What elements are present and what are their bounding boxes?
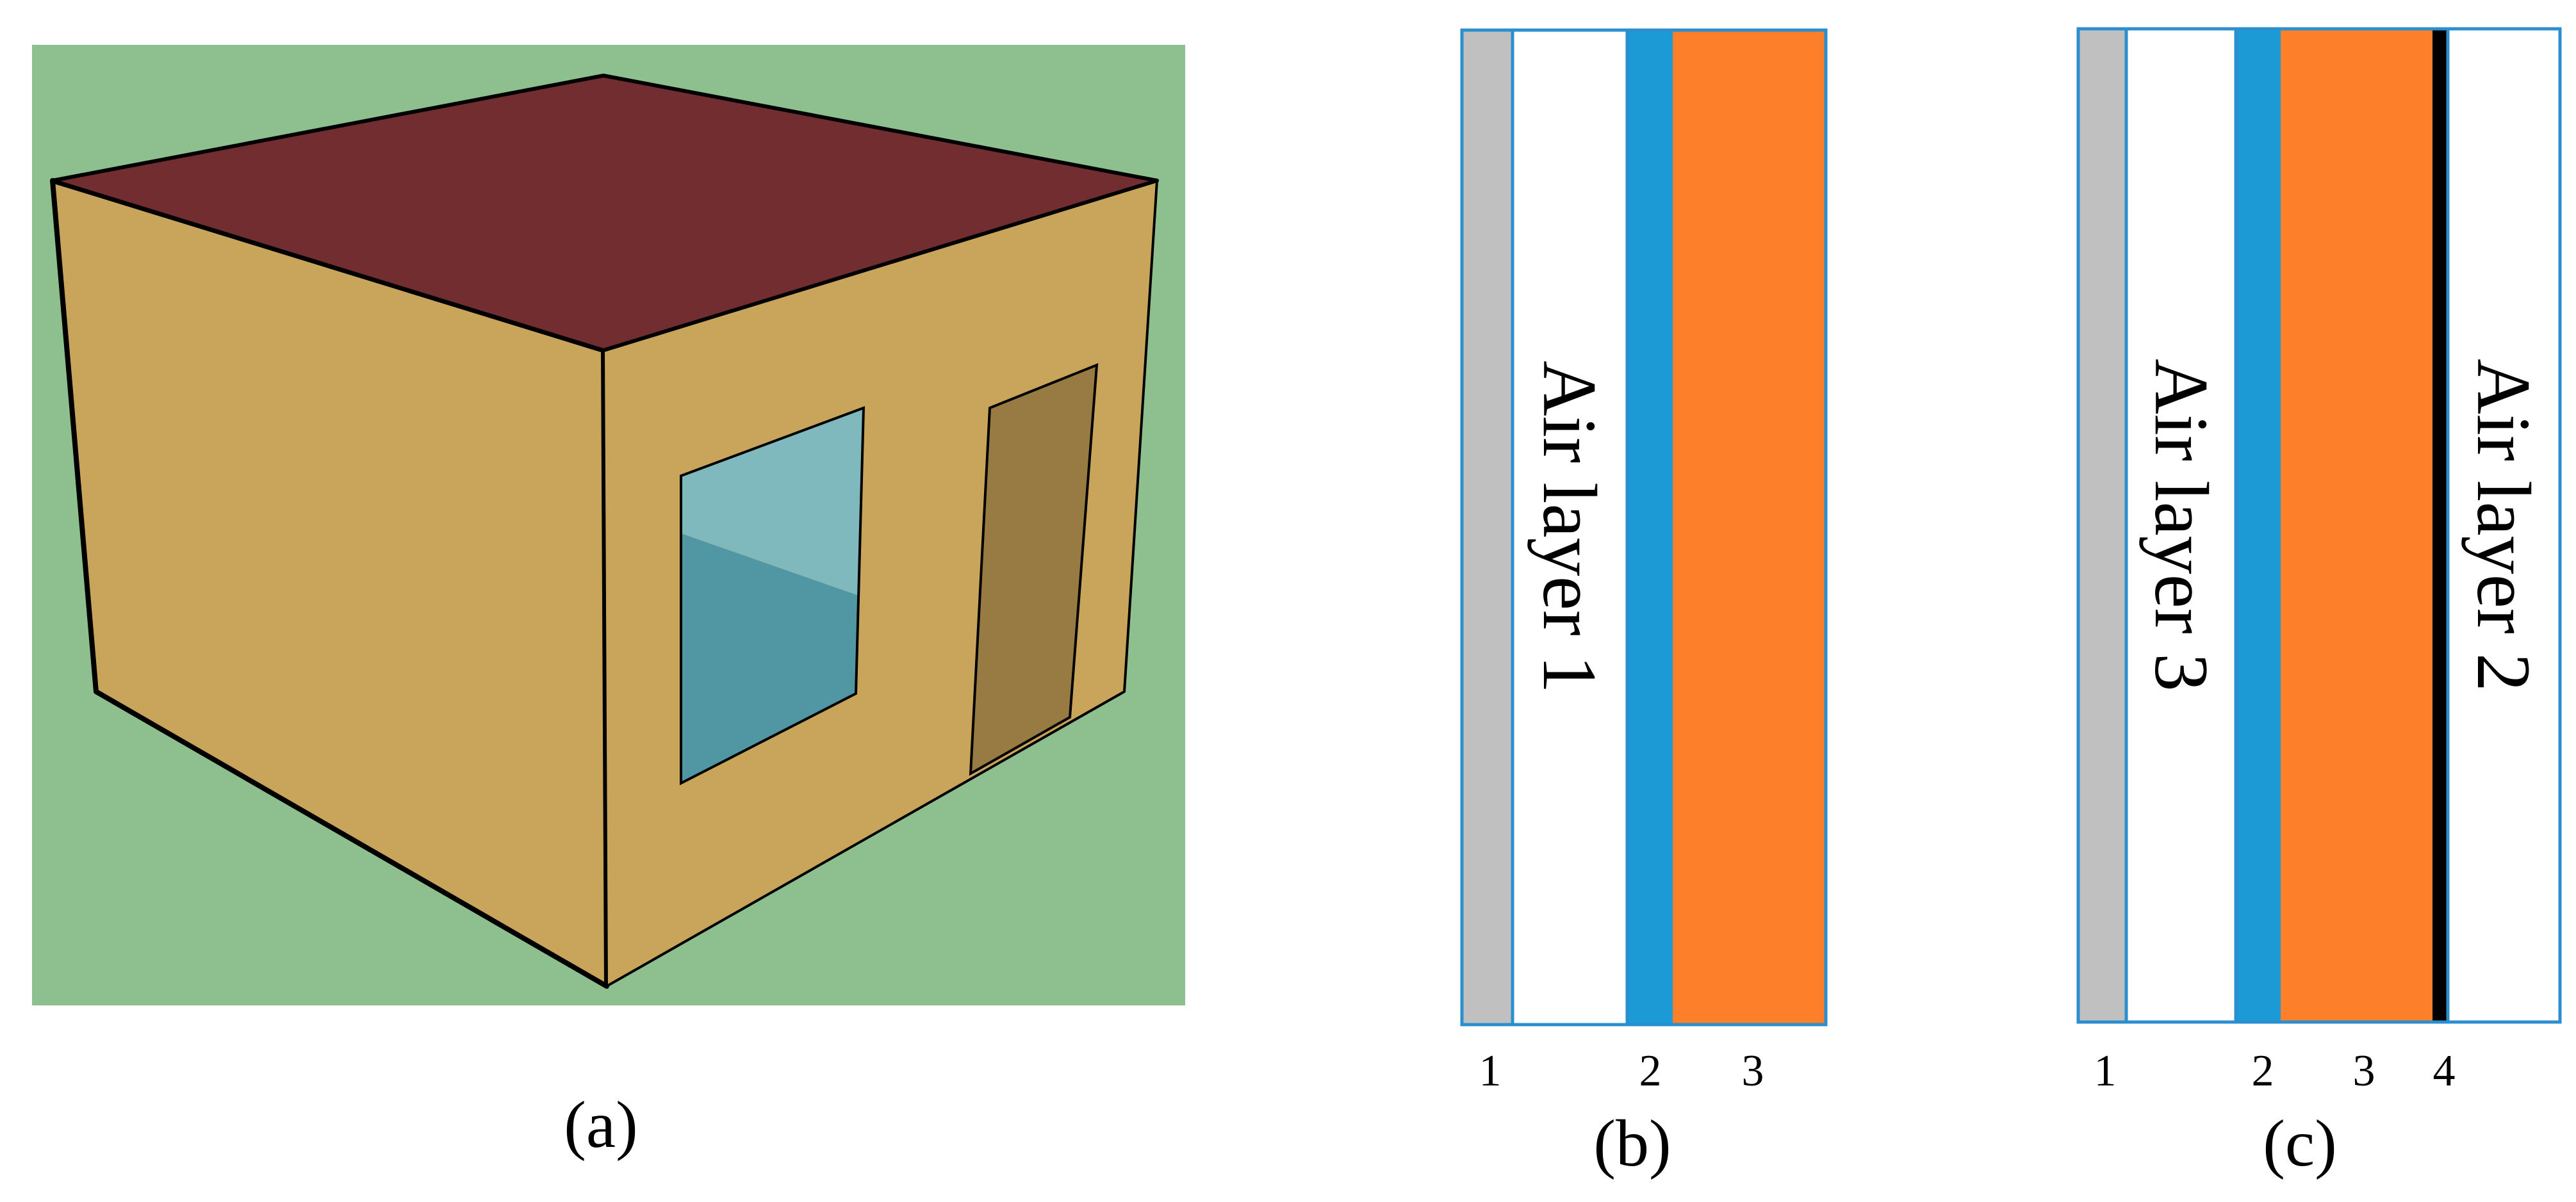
air-layer-3-label: Air layer 3 bbox=[2139, 359, 2224, 692]
air-layer-1-label: Air layer 1 bbox=[1527, 361, 1612, 694]
window-pane-lower bbox=[681, 533, 858, 783]
air-layer-3 bbox=[2126, 29, 2236, 1022]
layer-2-blue bbox=[1627, 30, 1673, 1025]
air-layer-1 bbox=[1513, 30, 1627, 1025]
air-layer-2-label: Air layer 2 bbox=[2461, 359, 2547, 692]
layer-number: 1 bbox=[1479, 1046, 1502, 1096]
panel-c: Air layer 3 Air layer 2 1 2 3 4 (c) bbox=[2076, 27, 2562, 1180]
layer-3-orange bbox=[2281, 29, 2432, 1022]
panel-c-outline bbox=[2076, 27, 2562, 1024]
layer-2-blue bbox=[2236, 29, 2281, 1022]
layer-number: 2 bbox=[2252, 1046, 2274, 1096]
caption-b: (b) bbox=[1593, 1107, 1671, 1180]
layer-number: 4 bbox=[2433, 1046, 2456, 1096]
layer-1-gray bbox=[1462, 30, 1513, 1025]
layer-number: 2 bbox=[1639, 1046, 1662, 1096]
layer-4-black bbox=[2432, 29, 2448, 1022]
window-icon bbox=[680, 406, 866, 786]
air-layer-2 bbox=[2448, 29, 2560, 1022]
panel-b: Air layer 1 1 2 3 (b) bbox=[1460, 28, 1828, 1180]
layer-number: 1 bbox=[2094, 1046, 2117, 1096]
layer-3-orange bbox=[1673, 30, 1826, 1025]
layer-1-gray bbox=[2078, 29, 2126, 1022]
panel-b-outline bbox=[1460, 28, 1828, 1027]
panel-a: (a) bbox=[32, 45, 1185, 1162]
window-frame bbox=[680, 406, 866, 786]
caption-c: (c) bbox=[2263, 1107, 2336, 1180]
door bbox=[969, 362, 1099, 776]
layer-number: 3 bbox=[2353, 1046, 2375, 1096]
caption-a: (a) bbox=[564, 1088, 637, 1162]
layer-number: 3 bbox=[1742, 1046, 1764, 1096]
window-pane-upper bbox=[681, 408, 864, 596]
roof bbox=[51, 74, 1159, 352]
door-icon bbox=[969, 362, 1099, 776]
